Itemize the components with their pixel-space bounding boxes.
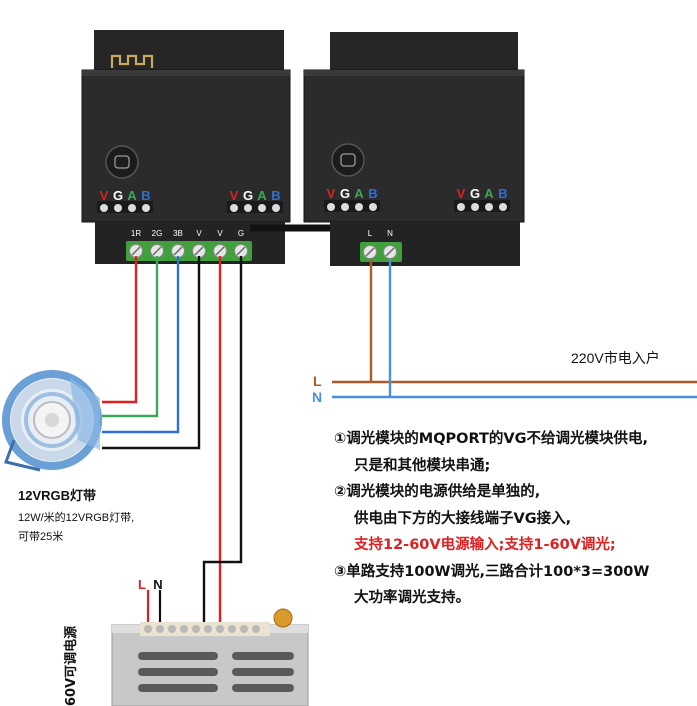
port-letter: B: [498, 186, 507, 201]
strip-title: 12VRGB灯带: [18, 488, 96, 503]
strip-wires: [102, 256, 201, 450]
port-letter: G: [113, 188, 123, 203]
psu-terminal-strip: [140, 622, 270, 636]
mains-n-label: N: [312, 389, 322, 405]
mains-label: 220V市电入户: [571, 350, 660, 366]
wire-red: [102, 256, 138, 404]
note-line: ②调光模块的电源供给是单独的,: [334, 484, 541, 500]
psu-l-label: L: [138, 577, 146, 592]
mains-terminal-block: [360, 242, 402, 262]
psu-wires: [146, 256, 243, 630]
note-line: ③单路支持100W调光,三路合计100*3=300W: [334, 563, 650, 580]
note-line: 大功率调光支持。: [354, 590, 470, 606]
port-letter: A: [127, 188, 137, 203]
button-icon: [114, 155, 130, 169]
strip-desc-2: 可带25米: [18, 530, 63, 543]
port-letter: A: [354, 186, 364, 201]
wire-green: [102, 256, 159, 418]
note-line: 只是和其他模块串通;: [354, 457, 491, 474]
mqport-terminal-left-1: [97, 201, 153, 213]
output-terminal-block: [126, 241, 252, 261]
port-letter: G: [470, 186, 480, 201]
port-letter: G: [340, 186, 350, 201]
note-line: ①调光模块的MQPORT的VG不给调光模块供电,: [334, 431, 649, 447]
note-line: 供电由下方的大接线端子VG接入,: [354, 510, 572, 527]
port-letter: A: [484, 186, 494, 201]
terminal-label: 3B: [173, 229, 183, 238]
psu-wire-g: [202, 256, 243, 622]
strip-desc-1: 12W/米的12VRGB灯带,: [18, 510, 134, 524]
mqport-terminal-left-2: [227, 201, 283, 213]
pairing-button-left: [105, 145, 139, 179]
wire-black-v: [102, 256, 201, 450]
port-letter: G: [243, 188, 253, 203]
psu-label: 60V可调电源: [64, 625, 79, 706]
terminal-label: 2G: [152, 229, 163, 238]
mqport-terminal-right-1: [324, 200, 380, 212]
terminal-label: 1R: [131, 229, 141, 238]
notes-block: ①调光模块的MQPORT的VG不给调光模块供电, 只是和其他模块串通; ②调光模…: [334, 426, 649, 612]
button-icon: [340, 153, 356, 167]
terminal-label: N: [387, 229, 393, 238]
mains-l-label: L: [313, 373, 322, 389]
note-line-highlight: 支持12-60V电源输入;支持1-60V调光;: [354, 537, 616, 553]
terminal-label: L: [368, 229, 373, 238]
power-module-right: V G A B V G A B L N: [303, 32, 525, 266]
psu-n-label: N: [153, 577, 162, 592]
mqport-terminal-right-2: [454, 200, 510, 212]
pairing-button-right: [331, 143, 365, 177]
port-letter: V: [457, 186, 466, 201]
wire-blue: [102, 256, 180, 434]
terminal-label: V: [196, 229, 202, 238]
led-strip-reel-icon: [2, 370, 102, 472]
port-letter: V: [230, 188, 239, 203]
terminal-label: G: [238, 229, 244, 238]
port-letter: B: [141, 188, 150, 203]
terminal-label: V: [217, 229, 223, 238]
port-letter: A: [257, 188, 267, 203]
port-letter: B: [368, 186, 377, 201]
port-letter: V: [327, 186, 336, 201]
port-letter: V: [100, 188, 109, 203]
antenna-icon: [110, 54, 154, 68]
power-supply-unit: [111, 608, 309, 706]
port-letter: B: [271, 188, 280, 203]
mains-input-wires: [332, 259, 697, 399]
voltage-adjust-knob-icon: [273, 608, 293, 628]
